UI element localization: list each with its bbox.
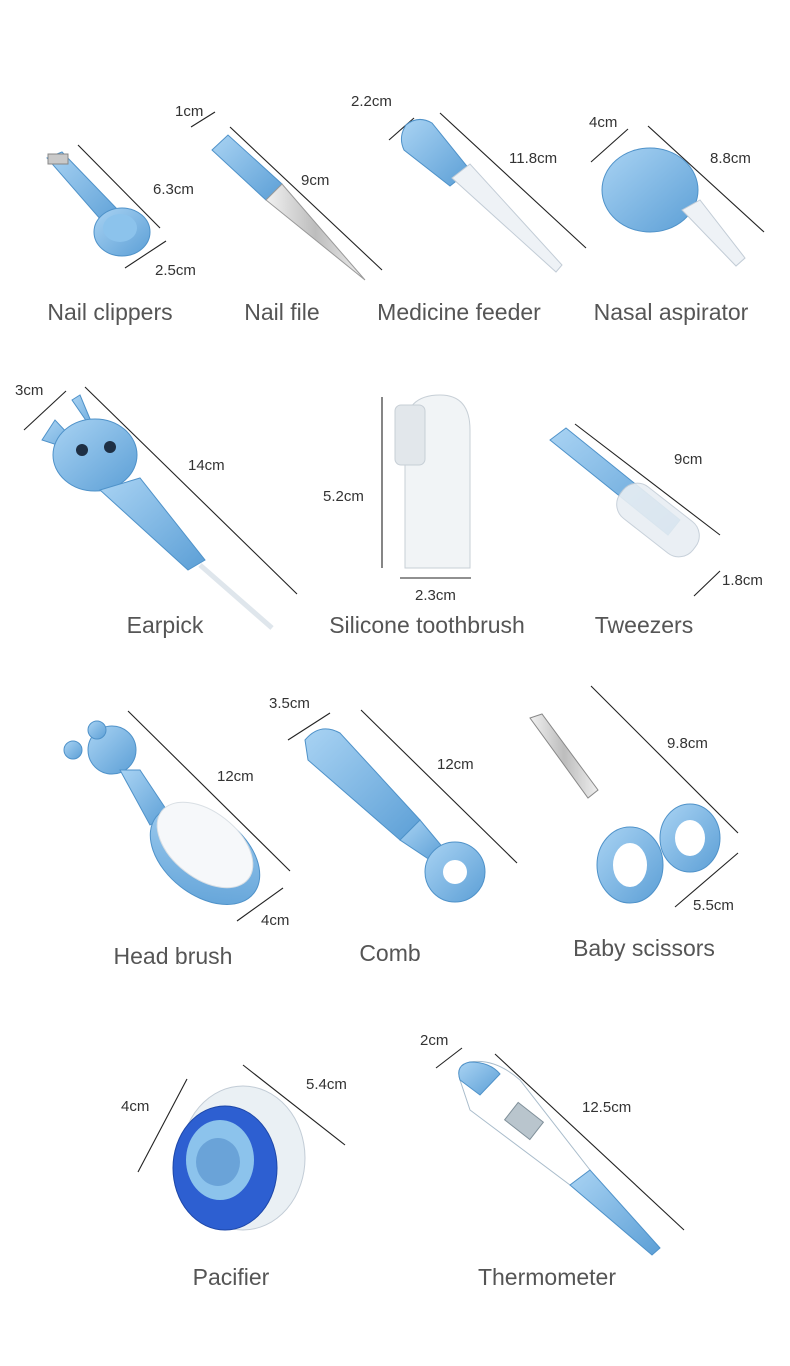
nail-file-icon — [211, 134, 366, 281]
tweezers-width-label: 1.8cm — [722, 572, 763, 589]
product-name-pacifier: Pacifier — [192, 1264, 270, 1290]
product-name-baby-scissors: Baby scissors — [573, 935, 715, 961]
product-name-tweezers: Tweezers — [594, 612, 694, 638]
pacifier-icon — [172, 1085, 306, 1231]
medicine-feeder-length-label: 11.8cm — [509, 150, 558, 167]
thermometer-length-label: 12.5cm — [582, 1099, 632, 1116]
product-name-nasal-aspirator: Nasal aspirator — [593, 299, 749, 325]
head-brush-width-label: 4cm — [261, 912, 290, 929]
earpick-icon — [41, 394, 274, 630]
medicine-dropper-icon — [400, 119, 563, 273]
comb-length-label: 12cm — [437, 756, 474, 773]
toothbrush-width-label: 2.3cm — [415, 587, 456, 604]
nail-clippers-length-label: 6.3cm — [153, 181, 194, 198]
product-name-thermometer: Thermometer — [477, 1264, 617, 1290]
nail-file-width-label: 1cm — [175, 103, 204, 120]
nail-clippers-icon — [46, 151, 151, 257]
product-name-earpick: Earpick — [126, 612, 204, 638]
thermometer-width-label: 2cm — [420, 1032, 449, 1049]
comb-width-label: 3.5cm — [269, 695, 310, 712]
nail-file-length-label: 9cm — [301, 172, 330, 189]
tweezers-icon — [549, 427, 700, 558]
pacifier-length-label: 5.4cm — [306, 1076, 347, 1093]
product-name-head-brush: Head brush — [113, 943, 233, 969]
nasal-aspirator-length-label: 8.8cm — [710, 150, 751, 167]
product-name-comb: Comb — [359, 940, 421, 966]
earpick-length-label: 14cm — [188, 457, 225, 474]
product-name-medicine-feeder: Medicine feeder — [377, 299, 541, 325]
comb-icon — [304, 728, 486, 903]
medicine-feeder-width-label: 2.2cm — [351, 93, 392, 110]
head-brush-length-label: 12cm — [217, 768, 254, 785]
nasal-aspirator-icon — [601, 147, 746, 267]
head-brush-icon — [63, 720, 261, 906]
scissors-length-label: 9.8cm — [667, 735, 708, 752]
product-name-nail-file: Nail file — [244, 299, 320, 325]
product-name-nail-clippers: Nail clippers — [47, 299, 173, 325]
earpick-width-label: 3cm — [15, 382, 44, 399]
finger-toothbrush-icon — [394, 394, 471, 569]
tweezers-length-label: 9cm — [674, 451, 703, 468]
scissors-width-label: 5.5cm — [693, 897, 734, 914]
dimension-lines — [23, 111, 765, 1231]
toothbrush-height-label: 5.2cm — [323, 488, 364, 505]
nail-clippers-width-label: 2.5cm — [155, 262, 196, 279]
product-name-silicone-toothbrush: Silicone toothbrush — [329, 612, 525, 638]
thermometer-icon — [458, 1060, 661, 1256]
nasal-aspirator-width-label: 4cm — [589, 114, 618, 131]
baby-scissors-icon — [529, 713, 721, 904]
pacifier-width-label: 4cm — [121, 1098, 150, 1115]
